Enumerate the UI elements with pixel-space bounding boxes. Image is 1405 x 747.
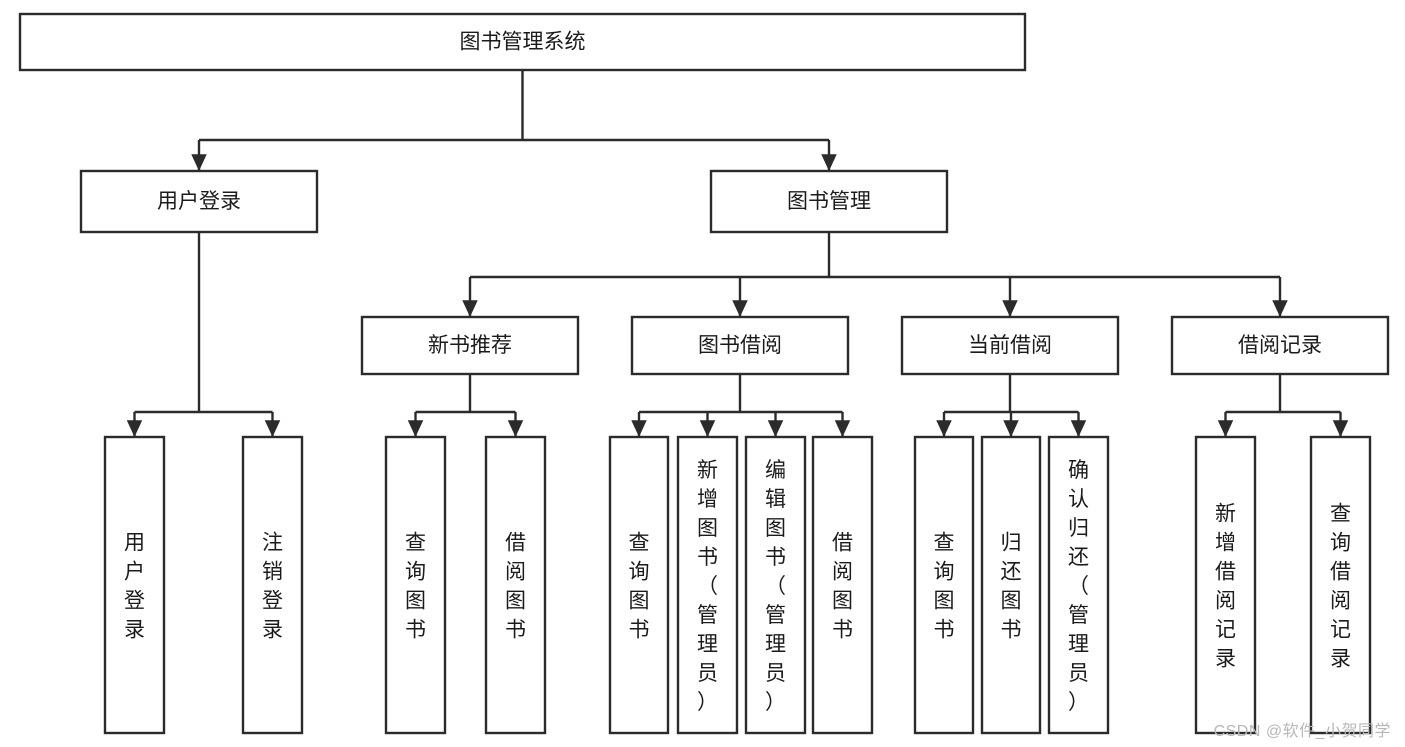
node-level3-2[interactable]: 当前借阅 [900,315,1120,376]
node-leaf-10[interactable]: 确认归还（管理员） [1047,435,1110,735]
node-leaf-9-box[interactable] [980,435,1042,735]
node-leaf-8[interactable]: 查询图书 [913,435,975,735]
node-leaf-2[interactable]: 查询图书 [384,435,447,735]
node-leaf-4-label: 查询图书 [629,532,650,642]
node-leaf-3[interactable]: 借阅图书 [484,435,547,735]
node-leaf-6[interactable]: 编辑图书（管理员） [744,435,807,735]
node-leaf-11-label: 新增借阅记录 [1215,503,1236,671]
node-leaf-1-box[interactable] [241,435,304,735]
node-level2-0-label: 用户登录 [157,190,241,213]
node-leaf-0[interactable]: 用户登录 [103,435,166,735]
node-leaf-12[interactable]: 查询借阅记录 [1309,435,1372,735]
node-leaf-7[interactable]: 借阅图书 [811,435,874,735]
node-leaf-0-box[interactable] [103,435,166,735]
node-level3-2-label: 当前借阅 [968,334,1052,357]
node-leaf-5[interactable]: 新增图书（管理员） [676,435,739,735]
node-leaf-2-box[interactable] [384,435,447,735]
node-leaf-10-box[interactable] [1047,435,1110,735]
node-level3-3[interactable]: 借阅记录 [1170,315,1390,376]
node-leaf-7-label: 借阅图书 [832,532,853,642]
node-leaf-11[interactable]: 新增借阅记录 [1194,435,1257,735]
node-level2-0[interactable]: 用户登录 [79,169,319,234]
node-level2-1[interactable]: 图书管理 [709,169,949,234]
node-leaf-10-label: 确认归还（管理员） [1068,459,1089,714]
node-level3-0[interactable]: 新书推荐 [360,315,580,376]
node-leaf-1[interactable]: 注销登录 [241,435,304,735]
node-leaf-2-label: 查询图书 [405,532,426,642]
node-leaf-7-box[interactable] [811,435,874,735]
node-level3-3-label: 借阅记录 [1238,334,1322,357]
node-leaf-6-label: 编辑图书（管理员） [765,459,786,714]
node-level2-1-label: 图书管理 [787,190,871,213]
node-leaf-3-label: 借阅图书 [505,532,526,642]
node-level3-1-label: 图书借阅 [698,334,782,357]
node-level3-1-box[interactable] [630,315,850,376]
node-level3-1[interactable]: 图书借阅 [630,315,850,376]
node-leaf-6-box[interactable] [744,435,807,735]
node-leaf-12-label: 查询借阅记录 [1330,503,1351,671]
node-leaf-0-label: 用户登录 [124,532,145,642]
watermark-label: CSDN @软件_小贺同学 [1213,723,1391,740]
node-leaf-4-box[interactable] [608,435,670,735]
node-root-label: 图书管理系统 [460,31,586,54]
node-leaf-3-box[interactable] [484,435,547,735]
node-leaf-5-label: 新增图书（管理员） [697,459,718,714]
node-level3-3-box[interactable] [1170,315,1390,376]
node-level3-0-label: 新书推荐 [428,334,512,357]
node-level3-0-box[interactable] [360,315,580,376]
node-leaf-5-box[interactable] [676,435,739,735]
node-leaf-1-label: 注销登录 [262,532,283,642]
node-leaf-9[interactable]: 归还图书 [980,435,1042,735]
node-level2-0-box[interactable] [79,169,319,234]
node-root[interactable]: 图书管理系统 [18,12,1027,72]
node-leaf-11-box[interactable] [1194,435,1257,735]
nodes-layer: 图书管理系统用户登录图书管理新书推荐图书借阅当前借阅借阅记录用户登录注销登录查询… [18,12,1390,735]
node-leaf-8-box[interactable] [913,435,975,735]
node-leaf-9-label: 归还图书 [1001,532,1022,642]
node-level2-1-box[interactable] [709,169,949,234]
node-leaf-8-label: 查询图书 [934,532,955,642]
node-level3-2-box[interactable] [900,315,1120,376]
node-leaf-12-box[interactable] [1309,435,1372,735]
connectors-layer [126,70,1349,438]
node-leaf-4[interactable]: 查询图书 [608,435,670,735]
node-root-box[interactable] [18,12,1027,72]
